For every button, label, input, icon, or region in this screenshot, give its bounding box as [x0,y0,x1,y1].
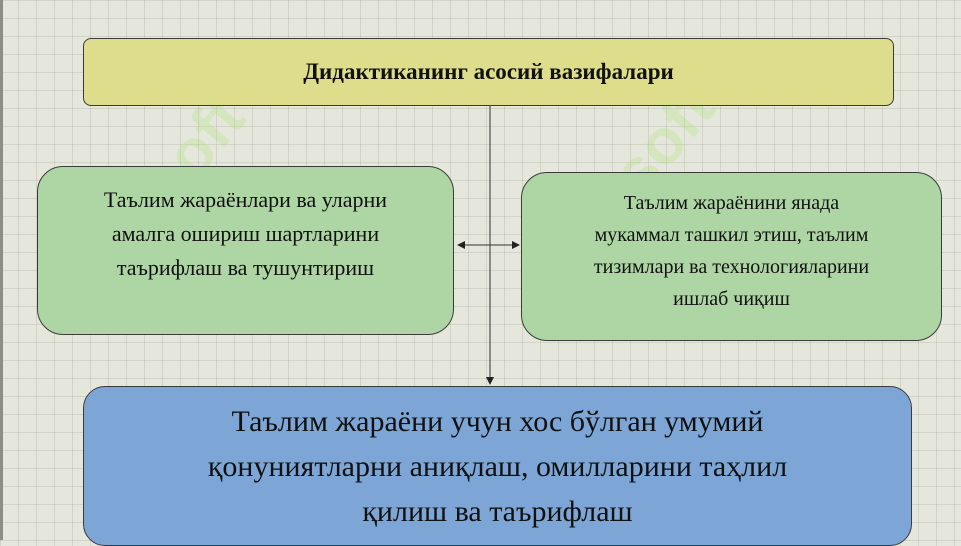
right-task-box: Таълим жараёнини янада мукаммал ташкил э… [521,172,942,341]
left-task-box: Таълим жараёнлари ва уларни амалга ошири… [37,166,454,335]
slide-frame-edge [0,0,3,540]
bottom-task-line: қонуниятларни аниқлаш, омилларини таҳлил [207,450,788,483]
left-task-line: таърифлаш ва тушунтириш [116,255,375,280]
title-text: Дидактиканинг асосий вазифалари [303,59,674,84]
left-task-line: амалга ошириш шартларини [111,221,380,246]
right-task-line: тизимлари ва технологияларини [593,256,870,278]
right-task-line: Таълим жараёнини янада [623,192,840,214]
left-task-line: Таълим жараёнлари ва уларни [103,187,388,212]
bottom-task-line: Таълим жараёни учун хос бўлган умумий [231,405,764,438]
bottom-task-line: қилиш ва таърифлаш [362,495,633,528]
right-task-line: мукаммал ташкил этиш, таълим [594,224,869,246]
title-box: Дидактиканинг асосий вазифалари [83,38,894,106]
bottom-task-box: Таълим жараёни учун хос бўлган умумий қо… [83,386,912,546]
right-task-line: ишлаб чиқиш [673,288,790,310]
